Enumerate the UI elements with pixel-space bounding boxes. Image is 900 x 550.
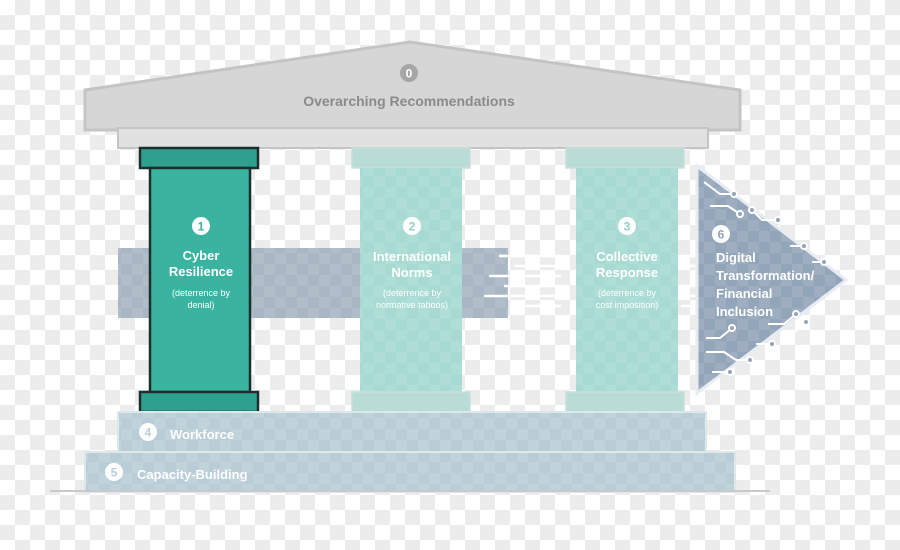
roof-number-badge — [400, 64, 418, 82]
arrow-label-line-4: Inclusion — [716, 304, 773, 319]
pillar-3-sub-line-2: cost imposition) — [596, 300, 659, 310]
pillar-3-number: 3 — [624, 220, 631, 234]
arrow-number: 6 — [718, 228, 725, 242]
pillar-2-number-badge — [403, 217, 421, 235]
arrow-label-line-1: Digital — [716, 250, 756, 265]
step-4-number: 4 — [145, 426, 152, 440]
step-capacity-building: 5 Capacity-Building — [84, 451, 736, 493]
pillar-2-number: 2 — [409, 220, 416, 234]
step-4-label: Workforce — [170, 427, 234, 442]
pillar-collective-response: 3 Collective Response (deterrence by cos… — [565, 147, 685, 413]
step-5-number: 5 — [111, 466, 118, 480]
pillar-1-sub-line-1: (deterrence by — [172, 288, 231, 298]
circuit-nodes — [726, 190, 828, 376]
pillar-3-sub-line-1: (deterrence by — [598, 288, 657, 298]
pillar-2-title-line-1: International — [373, 249, 451, 264]
pillar-1-title-line-1: Cyber — [183, 248, 220, 263]
pillar-1-sub-line-2: denial) — [187, 300, 214, 310]
arrow-number-badge — [712, 225, 730, 243]
pillar-1-number: 1 — [198, 220, 205, 234]
step-workforce: 4 Workforce — [117, 411, 707, 453]
pillar-3-title-line-1: Collective — [596, 249, 657, 264]
pillar-international-norms: 2 International Norms (deterrence by nor… — [351, 147, 471, 413]
pillar-3-title-line-2: Response — [596, 265, 658, 280]
pillar-1-title-line-2: Resilience — [169, 264, 233, 279]
arrow-label-line-2: Transformation/ — [716, 268, 815, 283]
pillar-3-number-badge — [618, 217, 636, 235]
arrow-digital-transformation: 6 Digital Transformation/ Financial Incl… — [695, 162, 849, 397]
step-5-label: Capacity-Building — [137, 467, 248, 482]
roof-number: 0 — [406, 67, 413, 81]
step-4-number-badge — [139, 423, 157, 441]
pillar-cyber-resilience: 1 Cyber Resilience (deterrence by denial… — [138, 146, 260, 414]
roof-label: Overarching Recommendations — [303, 93, 515, 109]
pillar-2-sub-line-1: (deterrence by — [383, 288, 442, 298]
pillar-2-sub-line-2: normative taboos) — [376, 300, 448, 310]
arrow-label-line-3: Financial — [716, 286, 772, 301]
step-5-number-badge — [105, 463, 123, 481]
circuit-icon — [703, 181, 824, 373]
pillar-1-number-badge — [192, 217, 210, 235]
pillar-2-title-line-2: Norms — [391, 265, 432, 280]
roof: 0 Overarching Recommendations — [83, 40, 742, 149]
